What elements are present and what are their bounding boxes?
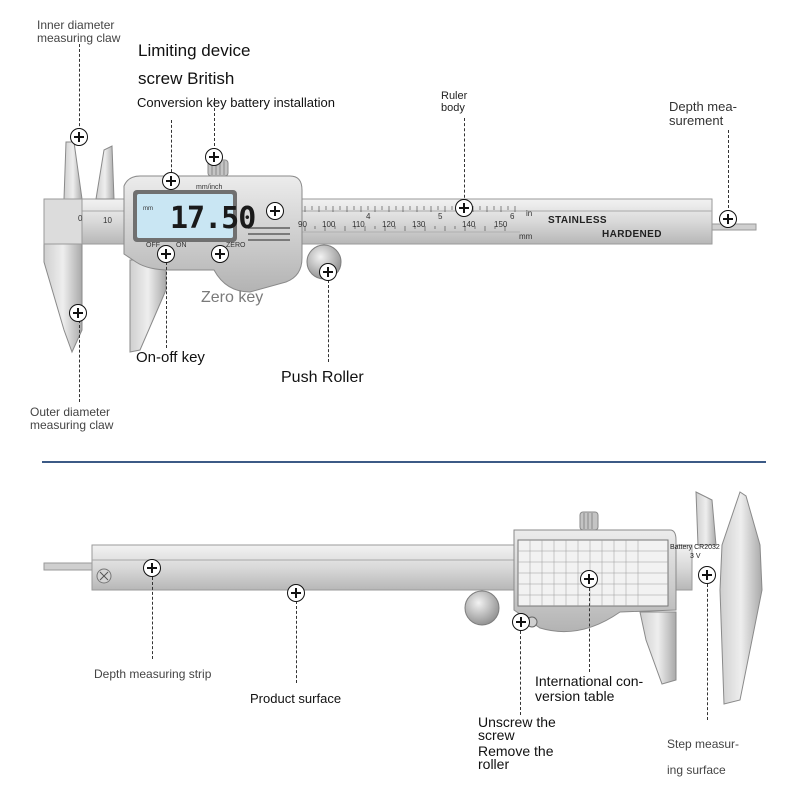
engraving-hardened: HARDENED bbox=[602, 229, 662, 240]
key-on-label: ON bbox=[176, 242, 187, 249]
back-depth-rod bbox=[43, 562, 93, 571]
mm-scale-150: 150 bbox=[494, 220, 508, 229]
marker-limiting-screw bbox=[205, 148, 223, 166]
back-thumb-screw bbox=[579, 511, 599, 531]
section-divider bbox=[42, 461, 766, 463]
label-push-roller: Push Roller bbox=[281, 369, 364, 386]
mm-mark: mm bbox=[519, 232, 533, 241]
label-depth-measurement: Depth mea-surement bbox=[669, 99, 737, 128]
back-sliding-jaw bbox=[639, 611, 677, 685]
marker-conversion-key bbox=[162, 172, 180, 190]
label-depth-strip: Depth measuring strip bbox=[94, 667, 212, 681]
marker-product-surface bbox=[287, 584, 305, 602]
marker-ruler-body bbox=[455, 199, 473, 217]
jaw-scale-zero: 0 bbox=[78, 214, 83, 223]
jaw-scale-ten: 10 bbox=[103, 216, 112, 225]
leader-limiting-screw bbox=[214, 98, 215, 156]
battery-type-label: Battery CR2032 bbox=[670, 544, 720, 551]
label-conversion-table: International con-version table bbox=[535, 673, 644, 704]
mm-scale-110: 110 bbox=[352, 220, 365, 229]
marker-zero-key bbox=[211, 245, 229, 263]
marker-inner-claw bbox=[70, 128, 88, 146]
marker-conversion-table bbox=[580, 570, 598, 588]
lcd-reading: 17.50 bbox=[170, 201, 256, 236]
inch-mark: in bbox=[526, 209, 533, 218]
sliding-inner-claw bbox=[95, 145, 115, 200]
leader-product-surface bbox=[296, 601, 297, 683]
leader-on-off bbox=[166, 262, 167, 348]
mm-scale-100: 100 bbox=[322, 220, 336, 229]
back-roller bbox=[464, 590, 500, 626]
sliding-outer-claw bbox=[129, 259, 167, 353]
lcd-screen bbox=[137, 194, 233, 238]
leader-step-surface bbox=[707, 584, 708, 720]
lcd-unit-label: mm bbox=[143, 206, 153, 212]
leader-inner-claw bbox=[79, 44, 80, 136]
marker-battery bbox=[266, 202, 284, 220]
mm-scale-130: 130 bbox=[412, 220, 426, 229]
label-product-surface: Product surface bbox=[250, 691, 342, 706]
inch-scale-4: 4 bbox=[366, 212, 371, 221]
key-mm-inch-label: mm/inch bbox=[196, 184, 223, 191]
leader-conversion-key bbox=[171, 120, 172, 182]
leader-ruler-body bbox=[464, 118, 465, 208]
label-zero-key: Zero key bbox=[201, 289, 264, 306]
mm-scale-120: 120 bbox=[382, 220, 396, 229]
key-zero-label: ZERO bbox=[226, 242, 246, 249]
label-on-off-key: On-off key bbox=[136, 349, 205, 366]
label-step-surface: Step measur-ing surface bbox=[667, 737, 740, 777]
engraving-stainless: STAINLESS bbox=[548, 215, 607, 226]
marker-depth bbox=[719, 210, 737, 228]
leader-depth bbox=[728, 130, 729, 218]
leader-unscrew bbox=[520, 631, 521, 715]
back-inner-claw bbox=[695, 491, 717, 546]
back-fixed-jaw bbox=[719, 491, 763, 705]
key-off-label: OFF bbox=[146, 242, 160, 249]
leader-push-roller bbox=[328, 280, 329, 362]
marker-outer-claw bbox=[69, 304, 87, 322]
marker-on-off bbox=[157, 245, 175, 263]
fixed-inner-claw bbox=[63, 141, 83, 200]
inch-scale-6: 6 bbox=[510, 212, 515, 221]
label-conversion-key: Conversion key battery installation bbox=[137, 95, 335, 110]
mm-scale-140: 140 bbox=[462, 220, 476, 229]
marker-depth-strip bbox=[143, 559, 161, 577]
mm-scale-90: 90 bbox=[298, 220, 307, 229]
fixed-outer-claw bbox=[43, 243, 83, 354]
leader-conversion-table bbox=[589, 588, 590, 672]
marker-step-surface bbox=[698, 566, 716, 584]
battery-voltage-label: 3 V bbox=[690, 553, 701, 560]
head-grille bbox=[248, 227, 290, 241]
leader-outer-claw bbox=[79, 320, 80, 402]
marker-unscrew bbox=[512, 613, 530, 631]
leader-depth-strip bbox=[152, 577, 153, 659]
conversion-table-grid bbox=[518, 540, 668, 606]
inch-scale-5: 5 bbox=[438, 212, 443, 221]
marker-push-roller bbox=[319, 263, 337, 281]
